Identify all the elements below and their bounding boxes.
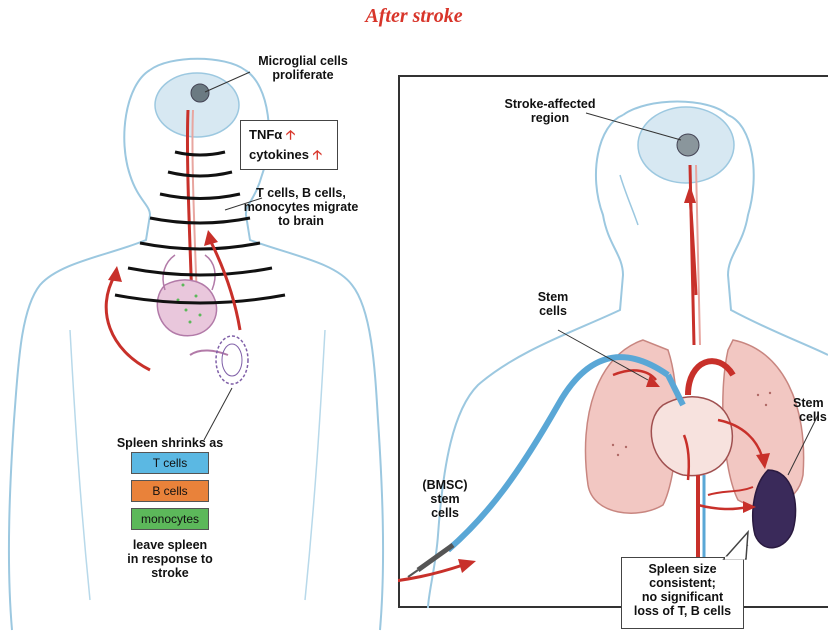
leave-spleen-line-3: stroke	[104, 566, 236, 580]
bmsc-label: (BMSC) stem cells	[408, 478, 482, 520]
microglia-cluster	[191, 84, 209, 102]
right-heart	[651, 397, 732, 476]
t-cells-box: T cells	[131, 452, 209, 474]
stroke-region-label-line-2: region	[490, 111, 610, 125]
up-arrow-icon: 🡡	[286, 127, 295, 142]
cytokines-row: cytokines 🡡	[249, 146, 322, 168]
up-arrow-icon: 🡡	[313, 147, 322, 162]
bmsc-label-line-2: stem	[408, 492, 482, 506]
left-spleen	[216, 336, 248, 384]
b-cells-box: B cells	[131, 480, 209, 502]
microglia-label-line-1: Microglial cells	[236, 54, 370, 68]
stem-cells-label: Stem cells	[528, 290, 578, 318]
syringe-icon	[408, 545, 453, 577]
migration-label-line-2: monocytes migrate	[226, 200, 376, 214]
leave-spleen-label: leave spleen in response to stroke	[104, 538, 236, 580]
migration-label-line-3: to brain	[226, 214, 376, 228]
spleen-label: Spleen shrinks as	[100, 436, 240, 450]
monocytes-box: monocytes	[131, 508, 209, 530]
tnf-label: TNFα	[249, 127, 282, 142]
callout-line-1: Spleen size	[622, 562, 743, 576]
microglia-label-line-2: proliferate	[236, 68, 370, 82]
right-spleen	[753, 470, 796, 548]
leave-spleen-line-1: leave spleen	[104, 538, 236, 552]
callout-line-2: consistent;	[622, 576, 743, 590]
callout-line-4: loss of T, B cells	[622, 604, 743, 618]
stroke-region	[677, 134, 699, 156]
stem-cells-label-line-1: Stem	[528, 290, 578, 304]
migration-label: T cells, B cells, monocytes migrate to b…	[226, 186, 376, 228]
callout-pointer-icon	[722, 528, 752, 560]
right-body-figure	[398, 75, 828, 608]
bmsc-label-line-1: (BMSC)	[408, 478, 482, 492]
spleen-callout: Spleen size consistent; no significant l…	[621, 557, 744, 629]
cytokines-label: cytokines	[249, 147, 309, 162]
stem-cells-label-line-2: cells	[528, 304, 578, 318]
stem-cells-spleen-line-2: cells	[793, 410, 828, 424]
bmsc-label-line-3: cells	[408, 506, 482, 520]
tnf-row: TNFα 🡡	[249, 126, 295, 148]
stem-cells-spleen-line-1: Stem	[793, 396, 828, 410]
microglia-label: Microglial cells proliferate	[236, 54, 370, 82]
stem-cells-spleen-label: Stem cells	[793, 396, 828, 424]
cytokine-box: TNFα 🡡 cytokines 🡡	[240, 120, 338, 170]
left-heart	[157, 280, 216, 336]
leave-spleen-line-2: in response to	[104, 552, 236, 566]
migration-label-line-1: T cells, B cells,	[226, 186, 376, 200]
stroke-region-label: Stroke-affected region	[490, 97, 610, 125]
stroke-region-label-line-1: Stroke-affected	[490, 97, 610, 111]
callout-line-3: no significant	[622, 590, 743, 604]
spleen-callout-text: Spleen size consistent; no significant l…	[622, 562, 743, 618]
